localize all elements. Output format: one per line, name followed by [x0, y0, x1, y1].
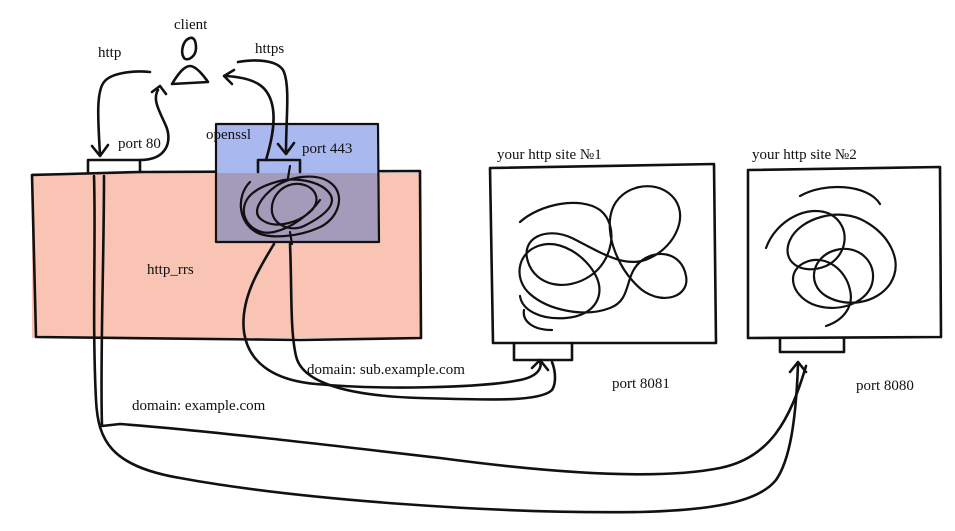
openssl-box-outline [214, 122, 381, 244]
site-2-port-label: port 8080 [856, 378, 914, 394]
http-return-arrow-head [150, 84, 168, 96]
site-1-tangle [518, 185, 688, 332]
port-443-label: port 443 [302, 141, 352, 157]
site-1-port-label: port 8081 [612, 376, 670, 392]
https-arrow [236, 59, 289, 154]
port-80-label: port 80 [118, 136, 161, 152]
site-2-domain-label: domain: example.com [132, 398, 266, 414]
site-2-socket [778, 336, 846, 354]
site-2-box [746, 165, 943, 340]
route-example-com-head [788, 360, 808, 374]
site-1-title: your http site №1 [497, 147, 602, 163]
route-sub-example-com-return [288, 242, 557, 401]
route-sub-example-com-head [530, 358, 550, 372]
https-return-arrow-head [222, 68, 236, 86]
http-arrow [96, 70, 152, 157]
site-1-box [488, 162, 718, 345]
route-example-com [92, 174, 800, 514]
site-2-tangle [764, 185, 897, 328]
site-2-title: your http site №2 [752, 147, 857, 163]
site-1-socket [512, 341, 574, 362]
route-sub-example-com [242, 242, 542, 389]
https-arrow-head [276, 141, 296, 156]
http-arrow-head [90, 143, 110, 158]
http-label: http [98, 45, 121, 61]
https-label: https [255, 41, 284, 57]
site-1-domain-label: domain: sub.example.com [307, 362, 465, 378]
https-return-arrow [224, 74, 275, 162]
port-80-socket [86, 158, 142, 174]
route-example-com-return [100, 174, 808, 476]
openssl-label: openssl [206, 127, 251, 143]
openssl-tangle [239, 164, 341, 246]
client-label: client [174, 17, 208, 33]
http-return-arrow [138, 88, 170, 162]
client-figure [170, 36, 210, 86]
proxy-name-label: http_rrs [147, 262, 194, 278]
port-443-socket [256, 158, 302, 174]
